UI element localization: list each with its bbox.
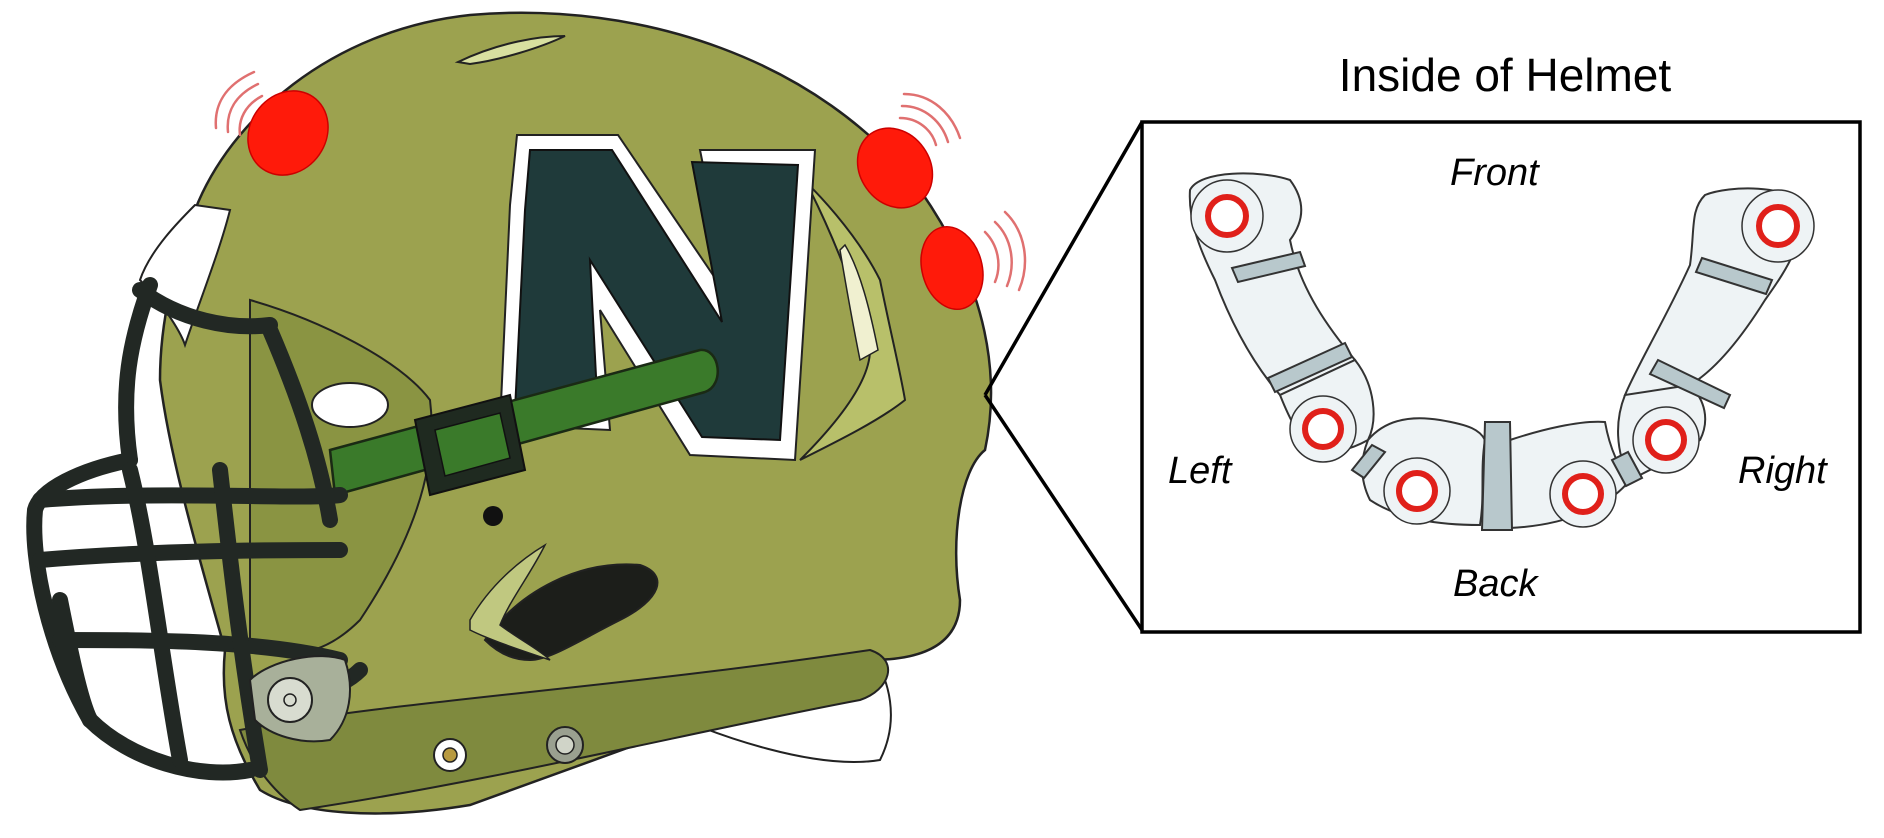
inset-title: Inside of Helmet [1338,49,1672,101]
front-bumper [138,203,232,349]
label-right: Right [1738,450,1827,492]
sensor-crown [856,127,934,209]
ear-hole [311,382,389,428]
sensor-rear [920,225,984,311]
team-logo [498,134,817,462]
signal-waves [214,70,1027,292]
pad-sensor-back-right [1549,460,1617,528]
label-front: Front [1450,152,1539,194]
jaw-vent-lip [469,543,551,661]
pad-sensor-front-left [1190,179,1264,253]
pad-sensor-back-left [1383,457,1451,525]
lower-snap-right-center [555,735,575,755]
top-vent [454,35,566,66]
pad-sensor-right [1632,406,1700,474]
label-left: Left [1168,450,1232,492]
strap-buckle [413,393,527,497]
pad-sensor-left [1289,395,1357,463]
clip-screw-center [283,693,297,707]
pad-sensors [1190,179,1815,528]
callout-line-top [983,121,1144,396]
label-back: Back [1453,563,1538,605]
shell-screw [483,506,503,526]
jaw-vent [483,563,659,662]
helmet-sensors [247,90,984,311]
side-vent-inner [839,243,879,362]
pad-sensor-front-right [1741,189,1815,263]
lower-snap-left-center [442,747,458,763]
facemask [26,277,368,781]
sensor-front [247,90,329,176]
callout-line-bottom [983,394,1144,631]
